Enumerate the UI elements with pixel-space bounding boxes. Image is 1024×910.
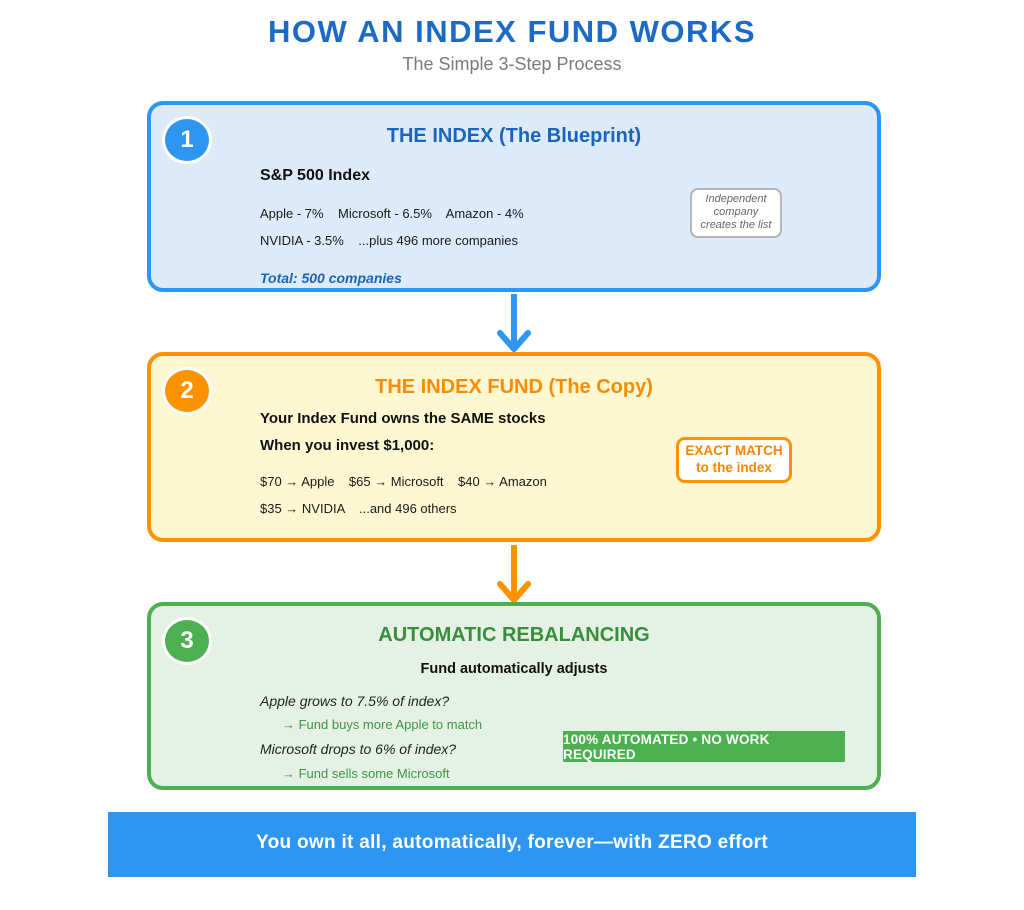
independent-company-callout: Independent company creates the list <box>690 188 782 238</box>
exact-match-line-2: to the index <box>696 459 772 475</box>
step-2-number-badge: 2 <box>162 367 212 415</box>
exact-match-line-1: EXACT MATCH <box>685 443 783 458</box>
automated-badge: 100% AUTOMATED • NO WORK REQUIRED <box>563 731 845 762</box>
step-1-title: THE INDEX (The Blueprint) <box>386 125 642 147</box>
step-1-heading: S&P 500 Index <box>260 167 370 184</box>
arrow-down-step2-to-step3-icon <box>497 545 531 603</box>
step-3-question-2: Microsoft drops to 6% of index? <box>260 741 457 757</box>
step-1-box: 1 THE INDEX (The Blueprint) S&P 500 Inde… <box>147 101 881 292</box>
arrow-down-step1-to-step2-icon <box>497 294 531 352</box>
step-2-allocation-line-1: $70 → Apple $65 → Microsoft $40 → Amazon <box>260 474 547 489</box>
step-3-question-1: Apple grows to 7.5% of index? <box>260 693 450 709</box>
step-1-holdings-line-2: NVIDIA - 3.5% ...plus 496 more companies <box>260 233 518 248</box>
page-title: HOW AN INDEX FUND WORKS <box>268 14 756 49</box>
step-2-heading-1: Your Index Fund owns the SAME stocks <box>260 410 546 427</box>
step-1-holdings-line-1: Apple - 7% Microsoft - 6.5% Amazon - 4% <box>260 206 524 221</box>
bottom-banner-text: You own it all, automatically, forever—w… <box>256 831 768 853</box>
callout-line-2: company <box>713 206 759 219</box>
step-1-number-badge: 1 <box>162 116 212 164</box>
step-2-heading-2: When you invest $1,000: <box>260 437 435 454</box>
step-2-allocation-line-2: $35 → NVIDIA ...and 496 others <box>260 501 457 516</box>
step-2-box: 2 THE INDEX FUND (The Copy) Your Index F… <box>147 352 881 542</box>
bottom-banner: You own it all, automatically, forever—w… <box>108 812 916 877</box>
step-1-total: Total: 500 companies <box>260 270 402 286</box>
page-subtitle: The Simple 3-Step Process <box>402 54 622 74</box>
step-3-box: 3 AUTOMATIC REBALANCING Fund automatical… <box>147 602 881 790</box>
step-3-title: AUTOMATIC REBALANCING <box>378 624 650 646</box>
step-3-number-badge: 3 <box>162 617 212 665</box>
step-2-title: THE INDEX FUND (The Copy) <box>375 376 653 398</box>
callout-line-1: Independent <box>705 193 767 205</box>
step-3-subtitle: Fund automatically adjusts <box>420 661 608 677</box>
step-3-answer-2: → Fund sells some Microsoft <box>282 766 450 781</box>
callout-line-3: creates the list <box>700 219 772 232</box>
step-3-answer-1: → Fund buys more Apple to match <box>282 717 483 732</box>
exact-match-badge: EXACT MATCH to the index <box>676 437 792 483</box>
